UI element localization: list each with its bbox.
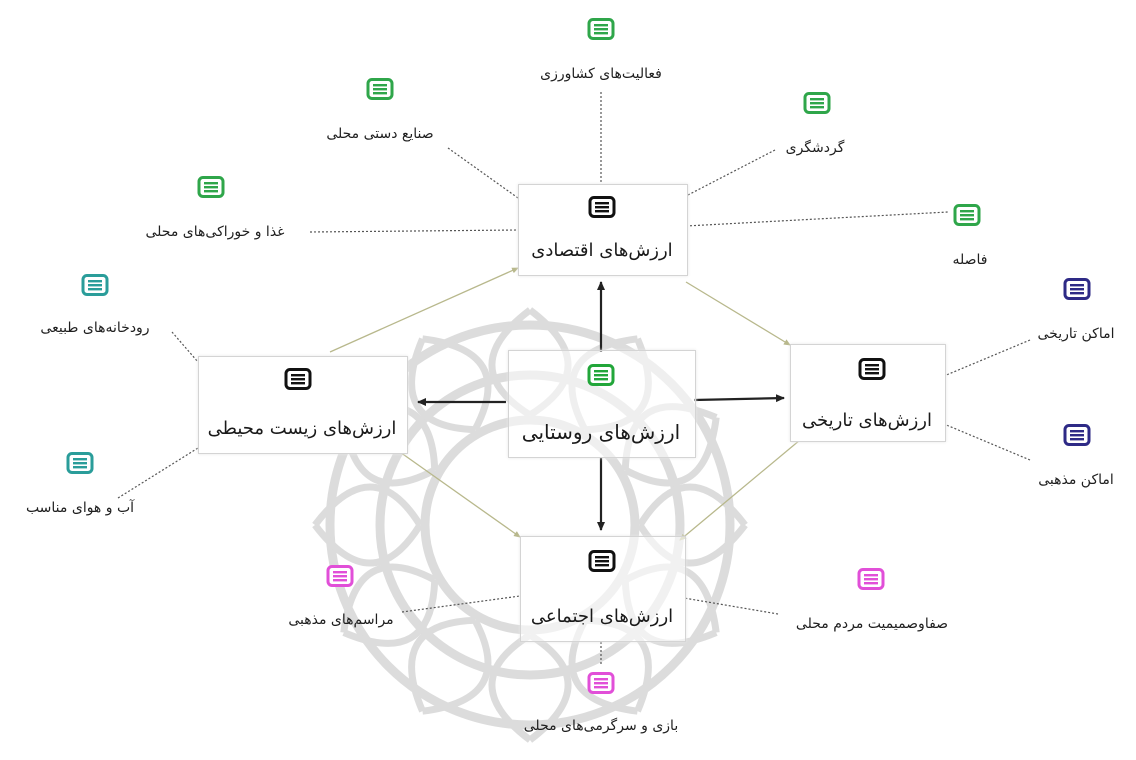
list-icon <box>366 78 394 100</box>
historical-values-node[interactable] <box>790 344 946 442</box>
leaf-religious-ceremonies[interactable]: مراسم‌های مذهبی <box>288 612 394 628</box>
leaf-agriculture[interactable]: فعالیت‌های کشاورزی <box>540 66 662 82</box>
link-env-social <box>389 444 521 538</box>
watermark-petal <box>340 563 437 633</box>
leaf-religious-places[interactable]: اماکن مذهبی <box>1038 472 1114 488</box>
list-icon <box>81 274 109 296</box>
list-icon <box>587 672 615 694</box>
leaf-distance[interactable]: فاصله <box>952 252 988 268</box>
leaf-natural-rivers[interactable]: رودخانه‌های طبیعی <box>40 320 150 336</box>
watermark-petal <box>488 632 533 743</box>
link-env-economic <box>329 267 519 353</box>
list-icon <box>587 364 615 386</box>
list-icon <box>858 358 886 380</box>
list-icon <box>66 452 94 474</box>
leaf-historical-places[interactable]: اماکن تاریخی <box>1037 326 1115 342</box>
list-icon <box>587 18 615 40</box>
leaf-handicrafts[interactable]: صنایع دستی محلی <box>326 126 434 142</box>
list-icon <box>326 565 354 587</box>
list-icon <box>197 176 225 198</box>
environmental-values-label: ارزش‌های زیست محیطی <box>207 418 397 439</box>
list-icon <box>857 568 885 590</box>
watermark-petal <box>422 335 492 432</box>
center-node-label: ارزش‌های روستایی <box>521 420 681 444</box>
list-icon <box>1063 278 1091 300</box>
social-values-label: ارزش‌های اجتماعی <box>530 606 674 627</box>
list-icon <box>588 550 616 572</box>
list-icon <box>1063 424 1091 446</box>
watermark-petal <box>422 618 492 715</box>
list-icon <box>803 92 831 114</box>
leaf-tourism[interactable]: گردشگری <box>785 140 845 156</box>
list-icon <box>953 204 981 226</box>
economic-values-label: ارزش‌های اقتصادی <box>531 240 673 261</box>
link-economic-historical <box>685 281 791 346</box>
watermark-petal <box>527 632 572 743</box>
arrow-to-historical <box>693 394 785 403</box>
leaf-local-food[interactable]: غذا و خوراکی‌های محلی <box>145 224 285 240</box>
leaf-local-friendliness[interactable]: صفاوصمیمیت مردم محلی <box>795 616 949 632</box>
historical-values-label: ارزش‌های تاریخی <box>802 410 932 431</box>
link-historical-social <box>679 439 801 541</box>
watermark-petal <box>408 616 476 713</box>
watermark-petal <box>312 483 423 528</box>
leaf-local-games[interactable]: بازی و سرگرمی‌های محلی <box>523 718 679 734</box>
list-icon <box>588 196 616 218</box>
leaf-good-climate[interactable]: آب و هوای مناسب <box>25 500 135 516</box>
watermark-petal <box>312 522 423 567</box>
watermark-petal <box>342 579 439 647</box>
list-icon <box>284 368 312 390</box>
watermark-petal <box>637 483 748 528</box>
watermark-petal <box>623 417 720 487</box>
